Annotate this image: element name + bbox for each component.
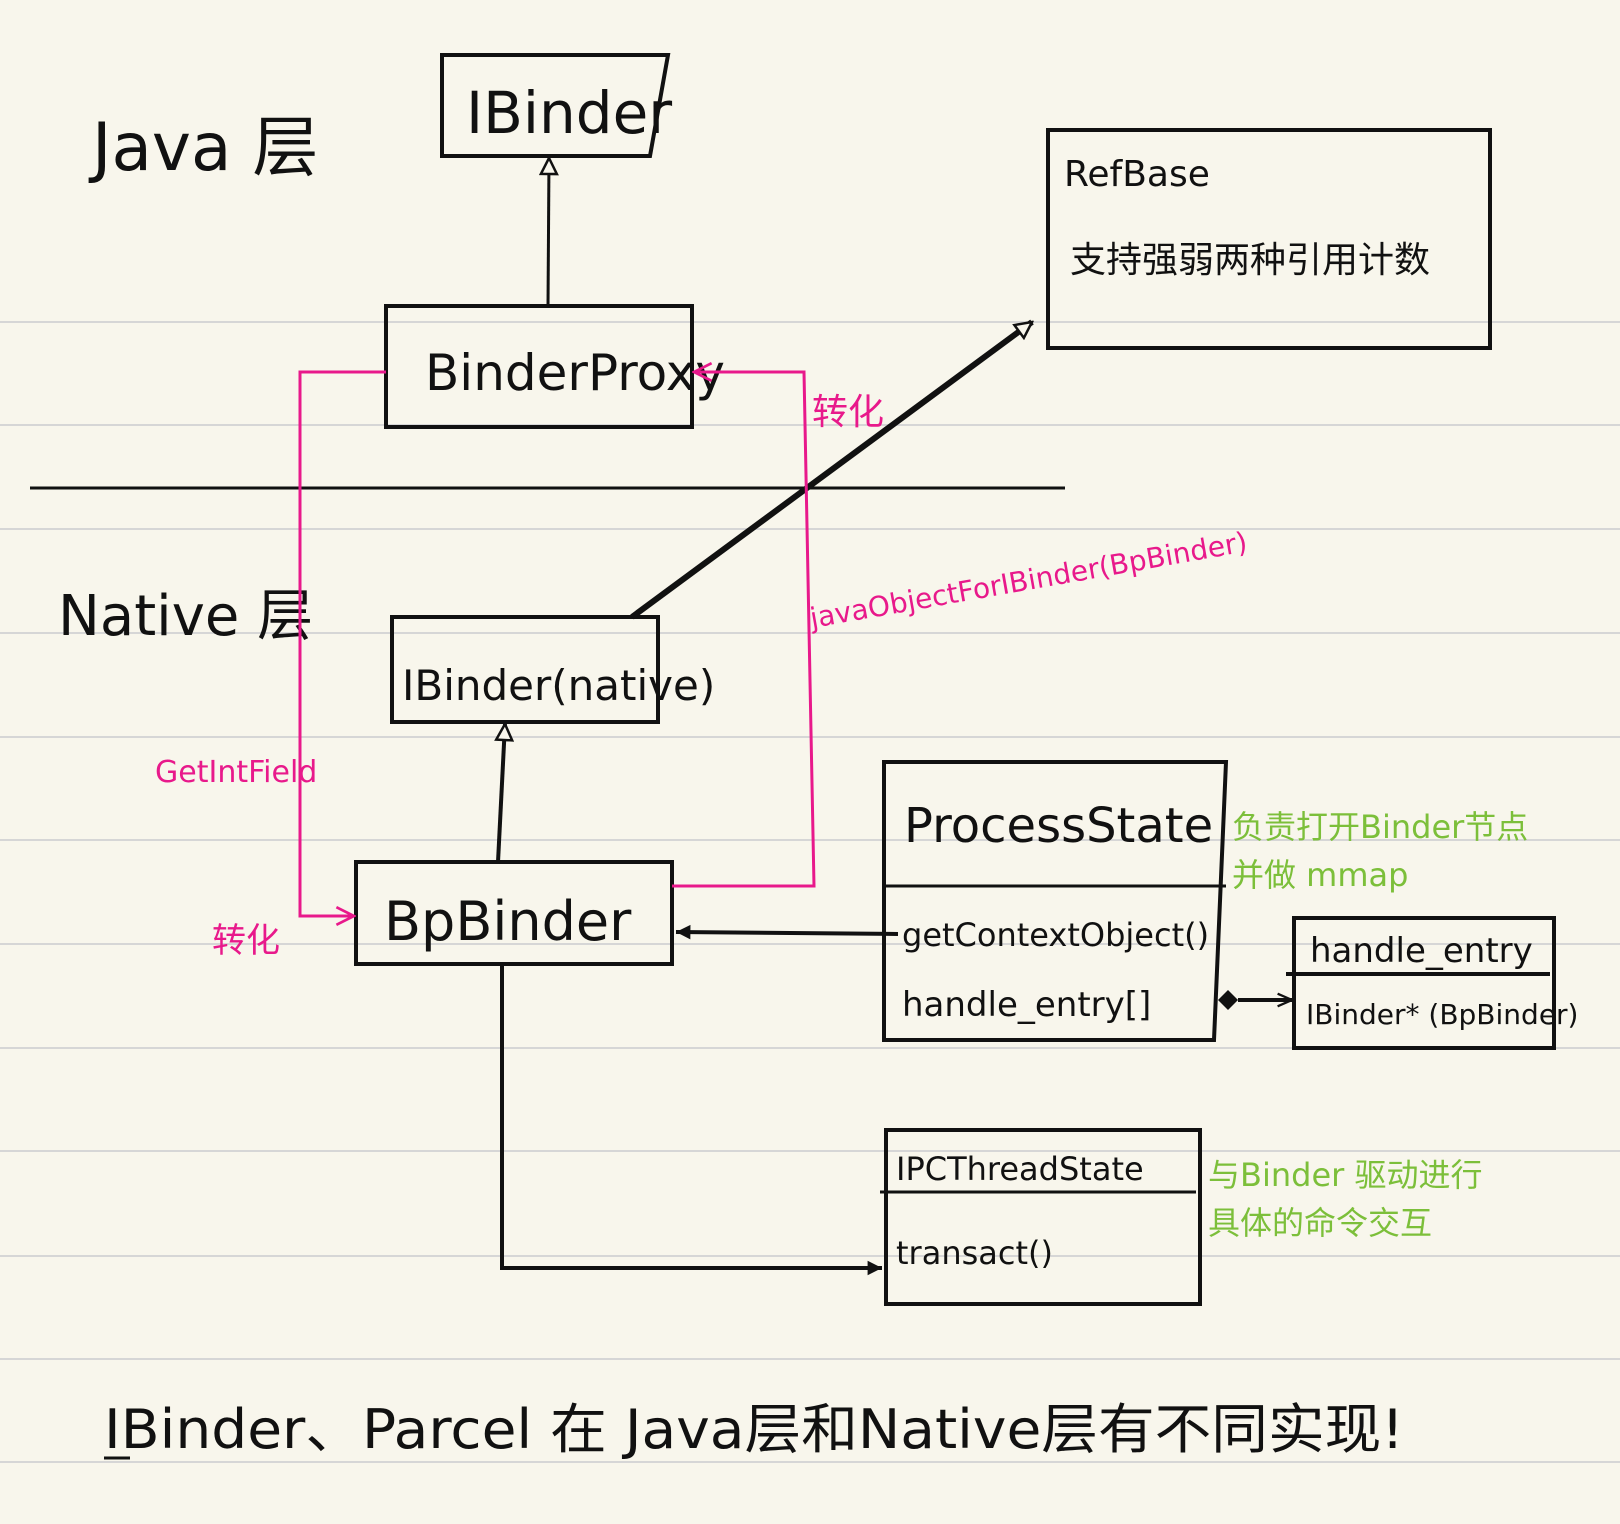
binderproxy-label: BinderProxy: [425, 344, 725, 402]
bpbinder-label: BpBinder: [384, 890, 632, 953]
refbase-title: RefBase: [1064, 154, 1210, 195]
bpbinder-calls-transact: [500, 964, 882, 1276]
javaobject-label: javaObjectForIBinder(BpBinder): [807, 525, 1250, 635]
handle-entry-field: IBinder* (BpBinder): [1306, 998, 1578, 1031]
handle-entry-title: handle_entry: [1310, 931, 1533, 971]
handle-entry-box[interactable]: [1292, 916, 1556, 1050]
java-layer-label: Java 层: [88, 109, 318, 186]
getintfield-label: GetIntField: [155, 755, 317, 790]
processstate-method-getcontextobject: getContextObject(): [902, 916, 1209, 954]
ibinder-native-box[interactable]: [390, 615, 660, 724]
ipc-note-line2: 具体的命令交互: [1208, 1204, 1432, 1242]
refbase-box[interactable]: [1046, 128, 1492, 350]
ibinder-native-inherits-refbase: [630, 319, 1032, 620]
processstate-note-line1: 负责打开Binder节点: [1232, 808, 1528, 846]
processstate-box[interactable]: [882, 760, 1229, 1042]
ibinder-native-label: IBinder(native): [402, 661, 715, 710]
getintfield-connector: [298, 370, 386, 916]
refbase-description: 支持强弱两种引用计数: [1070, 240, 1430, 281]
footer-statement: IBinder、Parcel 在 Java层和Native层有不同实现!: [104, 1398, 1404, 1461]
convert-left-label: 转化: [212, 921, 280, 961]
ipcthreadstate-method-transact: transact(): [896, 1234, 1053, 1272]
composition-diamond: [1218, 990, 1238, 1010]
processstate-title: ProcessState: [904, 798, 1213, 854]
javaobject-connector: [672, 372, 816, 888]
convert-top-label: 转化: [812, 392, 884, 433]
processstate-field-handle-entry: handle_entry[]: [902, 985, 1151, 1025]
bpbinder-inherits-ibinder-native: [498, 724, 505, 863]
processstate-note-line2: 并做 mmap: [1232, 856, 1408, 894]
ipc-note-line1: 与Binder 驱动进行: [1208, 1156, 1482, 1194]
ipcthreadstate-title: IPCThreadState: [896, 1150, 1144, 1188]
binderproxy-inherits-ibinder: [548, 158, 549, 307]
getcontextobject-returns-bpbinder: [675, 924, 899, 940]
ibinder-java-box[interactable]: [440, 53, 671, 158]
native-layer-label: Native 层: [58, 584, 313, 649]
ipcthreadstate-box[interactable]: [884, 1128, 1202, 1306]
ibinder-java-label: IBinder: [466, 79, 672, 147]
